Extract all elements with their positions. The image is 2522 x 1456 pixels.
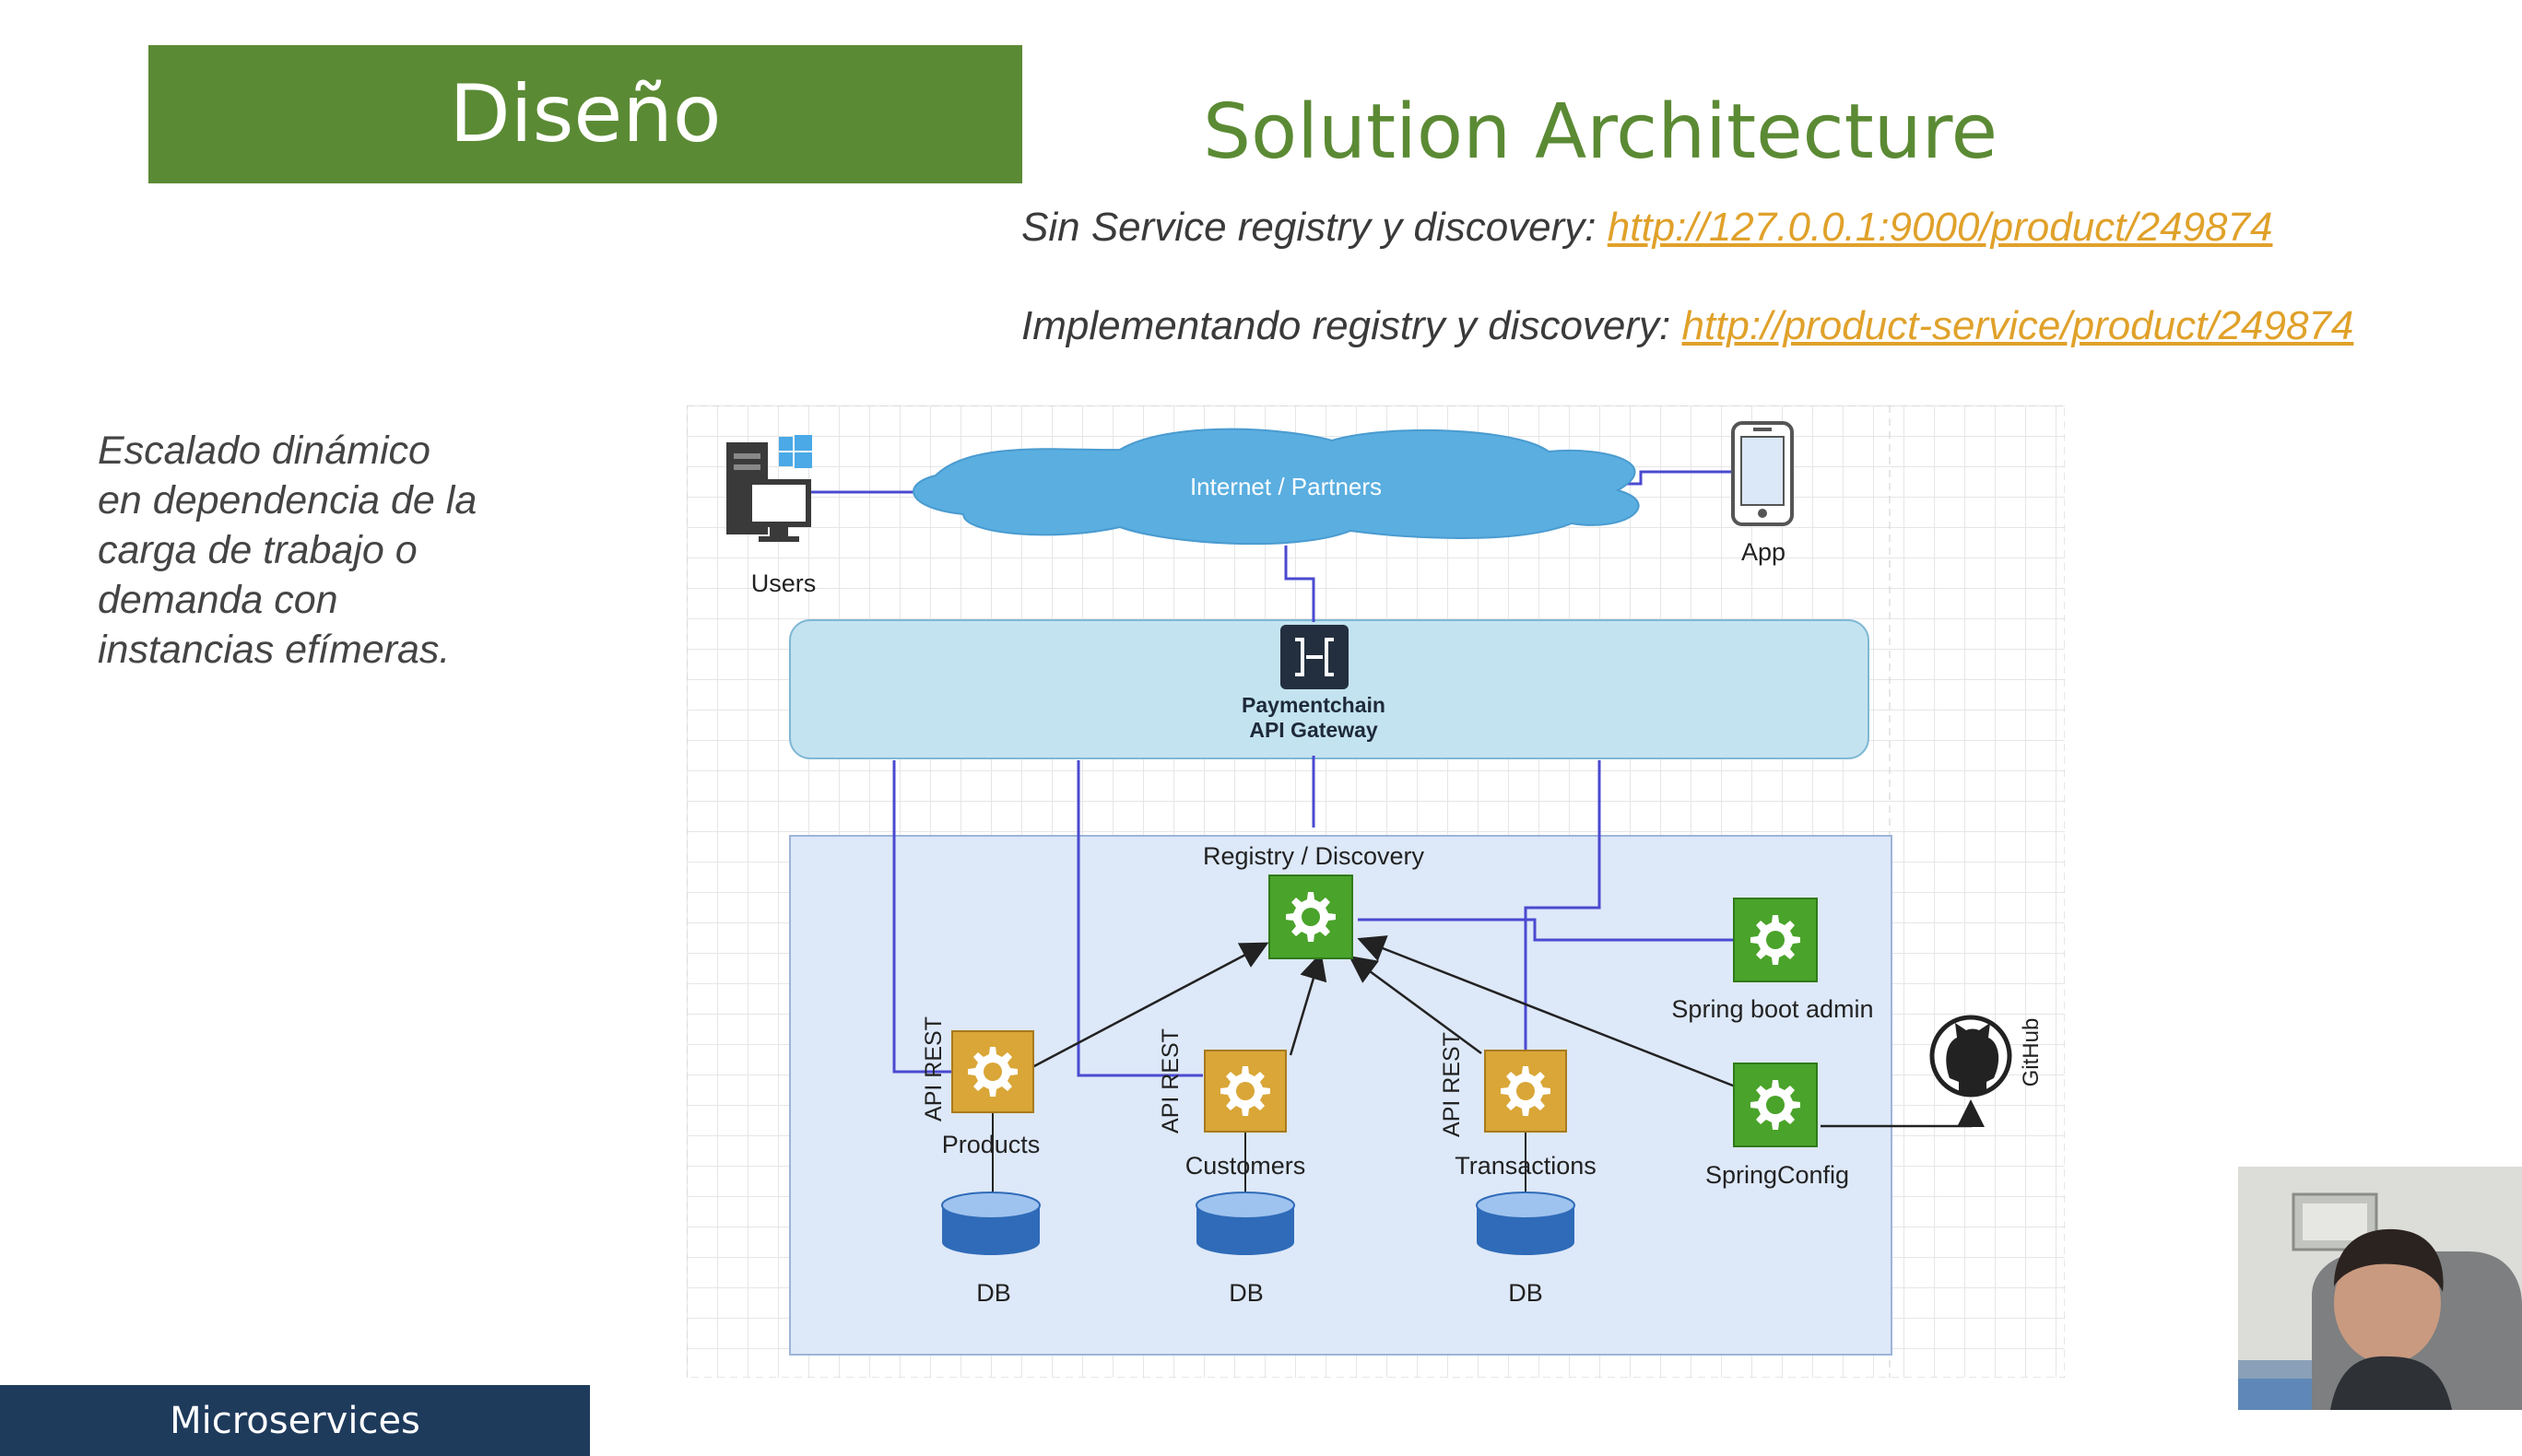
presenter-video-frame bbox=[2238, 1167, 2522, 1410]
db-label: DB bbox=[1229, 1279, 1264, 1307]
db-cylinder-icon bbox=[941, 1192, 1041, 1255]
arrows bbox=[1031, 935, 1985, 1128]
side-note: Escalado dinámico en dependencia de la c… bbox=[98, 426, 577, 675]
connector-gateway-products bbox=[892, 760, 954, 1074]
arrow-springconfig-registry bbox=[1357, 935, 1738, 1089]
arrow-transactions-registry bbox=[1348, 956, 1482, 1055]
spring-boot-admin-label: Spring boot admin bbox=[1671, 995, 1873, 1023]
side-note-line: en dependencia de la bbox=[98, 478, 477, 523]
registry-gear-icon bbox=[1268, 875, 1353, 959]
spring-config-gear-icon bbox=[1733, 1063, 1818, 1147]
url-label: Implementando registry y discovery: bbox=[1021, 303, 1682, 348]
users-computer-icon bbox=[726, 435, 812, 542]
footer-label: Microservices bbox=[170, 1399, 420, 1442]
gateway-label-line1: Paymentchain bbox=[1242, 693, 1385, 717]
connector-gateway-transactions bbox=[1524, 760, 1601, 1095]
transactions-gear-icon bbox=[1484, 1050, 1567, 1133]
connector-gateway-customers bbox=[1077, 760, 1203, 1077]
db-label: DB bbox=[1508, 1279, 1543, 1307]
url-label: Sin Service registry y discovery: bbox=[1021, 205, 1608, 250]
url-link[interactable]: http://127.0.0.1:9000/product/249874 bbox=[1607, 205, 2273, 250]
smartphone-icon bbox=[1731, 421, 1794, 526]
service-customers: Customers API REST DB bbox=[1158, 1028, 1305, 1307]
spring-boot-admin-gear-icon bbox=[1733, 898, 1818, 982]
side-note-line: Escalado dinámico bbox=[98, 429, 430, 473]
spring-config-label: SpringConfig bbox=[1705, 1161, 1849, 1189]
architecture-diagram: Internet / Partners Users App Pa bbox=[687, 405, 2065, 1378]
side-note-line: demanda con bbox=[98, 578, 338, 622]
url-line-with-registry: Implementando registry y discovery: http… bbox=[1021, 303, 2353, 349]
diagram-canvas: Internet / Partners Users App Pa bbox=[687, 405, 2065, 1378]
db-cylinder-icon bbox=[1196, 1192, 1295, 1255]
service-transactions: Transactions API REST DB bbox=[1439, 1032, 1597, 1307]
internet-cloud bbox=[913, 428, 1640, 546]
api-rest-label: API REST bbox=[921, 1016, 947, 1121]
url-line-without-registry: Sin Service registry y discovery: http:/… bbox=[1021, 205, 2272, 251]
connector-registry-springadmin bbox=[1358, 918, 1733, 942]
arrow-customers-registry bbox=[1289, 952, 1327, 1056]
app-label: App bbox=[1741, 538, 1785, 566]
gateway-label-line2: API Gateway bbox=[1249, 718, 1378, 742]
footer-bar: Microservices bbox=[0, 1385, 590, 1456]
arrow-springconfig-github bbox=[1821, 1099, 1985, 1128]
api-gateway-icon bbox=[1280, 625, 1349, 689]
url-link[interactable]: http://product-service/product/249874 bbox=[1681, 303, 2354, 348]
service-label: Products bbox=[942, 1131, 1041, 1158]
windows-logo-icon bbox=[779, 435, 812, 468]
arrow-products-registry bbox=[1031, 942, 1269, 1069]
presenter-webcam bbox=[2238, 1167, 2522, 1410]
github-label: GitHub bbox=[2019, 1018, 2044, 1087]
service-label: Customers bbox=[1185, 1152, 1306, 1180]
slide-title: Diseño bbox=[148, 45, 1022, 183]
slide-subtitle: Solution Architecture bbox=[1203, 88, 1998, 176]
service-label: Transactions bbox=[1455, 1152, 1597, 1180]
api-rest-label: API REST bbox=[1158, 1028, 1184, 1133]
side-note-line: carga de trabajo o bbox=[98, 528, 418, 572]
connector-cloud-gateway bbox=[1284, 546, 1315, 622]
users-label: Users bbox=[751, 569, 817, 597]
cloud-label: Internet / Partners bbox=[1190, 473, 1382, 500]
github-icon bbox=[1929, 1015, 2012, 1098]
api-rest-label: API REST bbox=[1439, 1032, 1465, 1137]
service-products: Products API REST DB bbox=[921, 1016, 1041, 1307]
db-label: DB bbox=[976, 1279, 1011, 1307]
connectors bbox=[793, 470, 1733, 1095]
side-note-line: instancias efímeras. bbox=[98, 628, 451, 672]
registry-label: Registry / Discovery bbox=[1203, 842, 1425, 870]
db-cylinder-icon bbox=[1476, 1192, 1575, 1255]
